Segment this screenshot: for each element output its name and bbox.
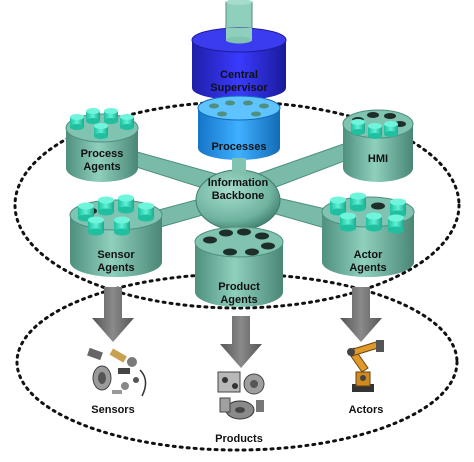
central-supervisor-line2: Supervisor bbox=[210, 82, 268, 94]
products-label: Products bbox=[215, 433, 263, 445]
sensor-agents-module: Sensor Agents bbox=[69, 194, 163, 277]
hmi-module: HMI bbox=[342, 109, 414, 182]
actor-agents-module: Actor Agents bbox=[321, 192, 415, 277]
central-supervisor-line1: Central bbox=[220, 69, 258, 81]
sensors-label: Sensors bbox=[91, 404, 134, 416]
information-backbone: Information Backbone bbox=[195, 169, 281, 231]
sensor-agents-line1: Sensor bbox=[97, 249, 135, 261]
actor-arrow bbox=[340, 287, 382, 342]
central-supervisor: Central Supervisor bbox=[191, 0, 287, 100]
hmi-label: HMI bbox=[368, 153, 388, 165]
processes-connector bbox=[232, 158, 246, 172]
product-agents-module: Product Agents bbox=[194, 226, 284, 307]
process-agents-line2: Agents bbox=[83, 161, 120, 173]
processes-module: Processes bbox=[197, 95, 281, 160]
actors-label: Actors bbox=[349, 404, 384, 416]
product-arrow bbox=[220, 316, 262, 368]
backbone-label-line1: Information bbox=[208, 177, 269, 189]
processes-label: Processes bbox=[211, 141, 266, 153]
product-agents-line2: Agents bbox=[220, 294, 257, 306]
actor-agents-line1: Actor bbox=[354, 249, 383, 261]
process-agents-line1: Process bbox=[81, 148, 124, 160]
products-image bbox=[217, 371, 265, 420]
sensor-agents-line2: Agents bbox=[97, 262, 134, 274]
actor-agents-line2: Agents bbox=[349, 262, 386, 274]
sensors-image bbox=[87, 347, 147, 397]
backbone-label-line2: Backbone bbox=[212, 190, 265, 202]
actors-image bbox=[347, 340, 384, 392]
process-agents-module: Process Agents bbox=[65, 108, 139, 182]
product-agents-line1: Product bbox=[218, 281, 260, 293]
sensor-arrow bbox=[92, 287, 134, 342]
